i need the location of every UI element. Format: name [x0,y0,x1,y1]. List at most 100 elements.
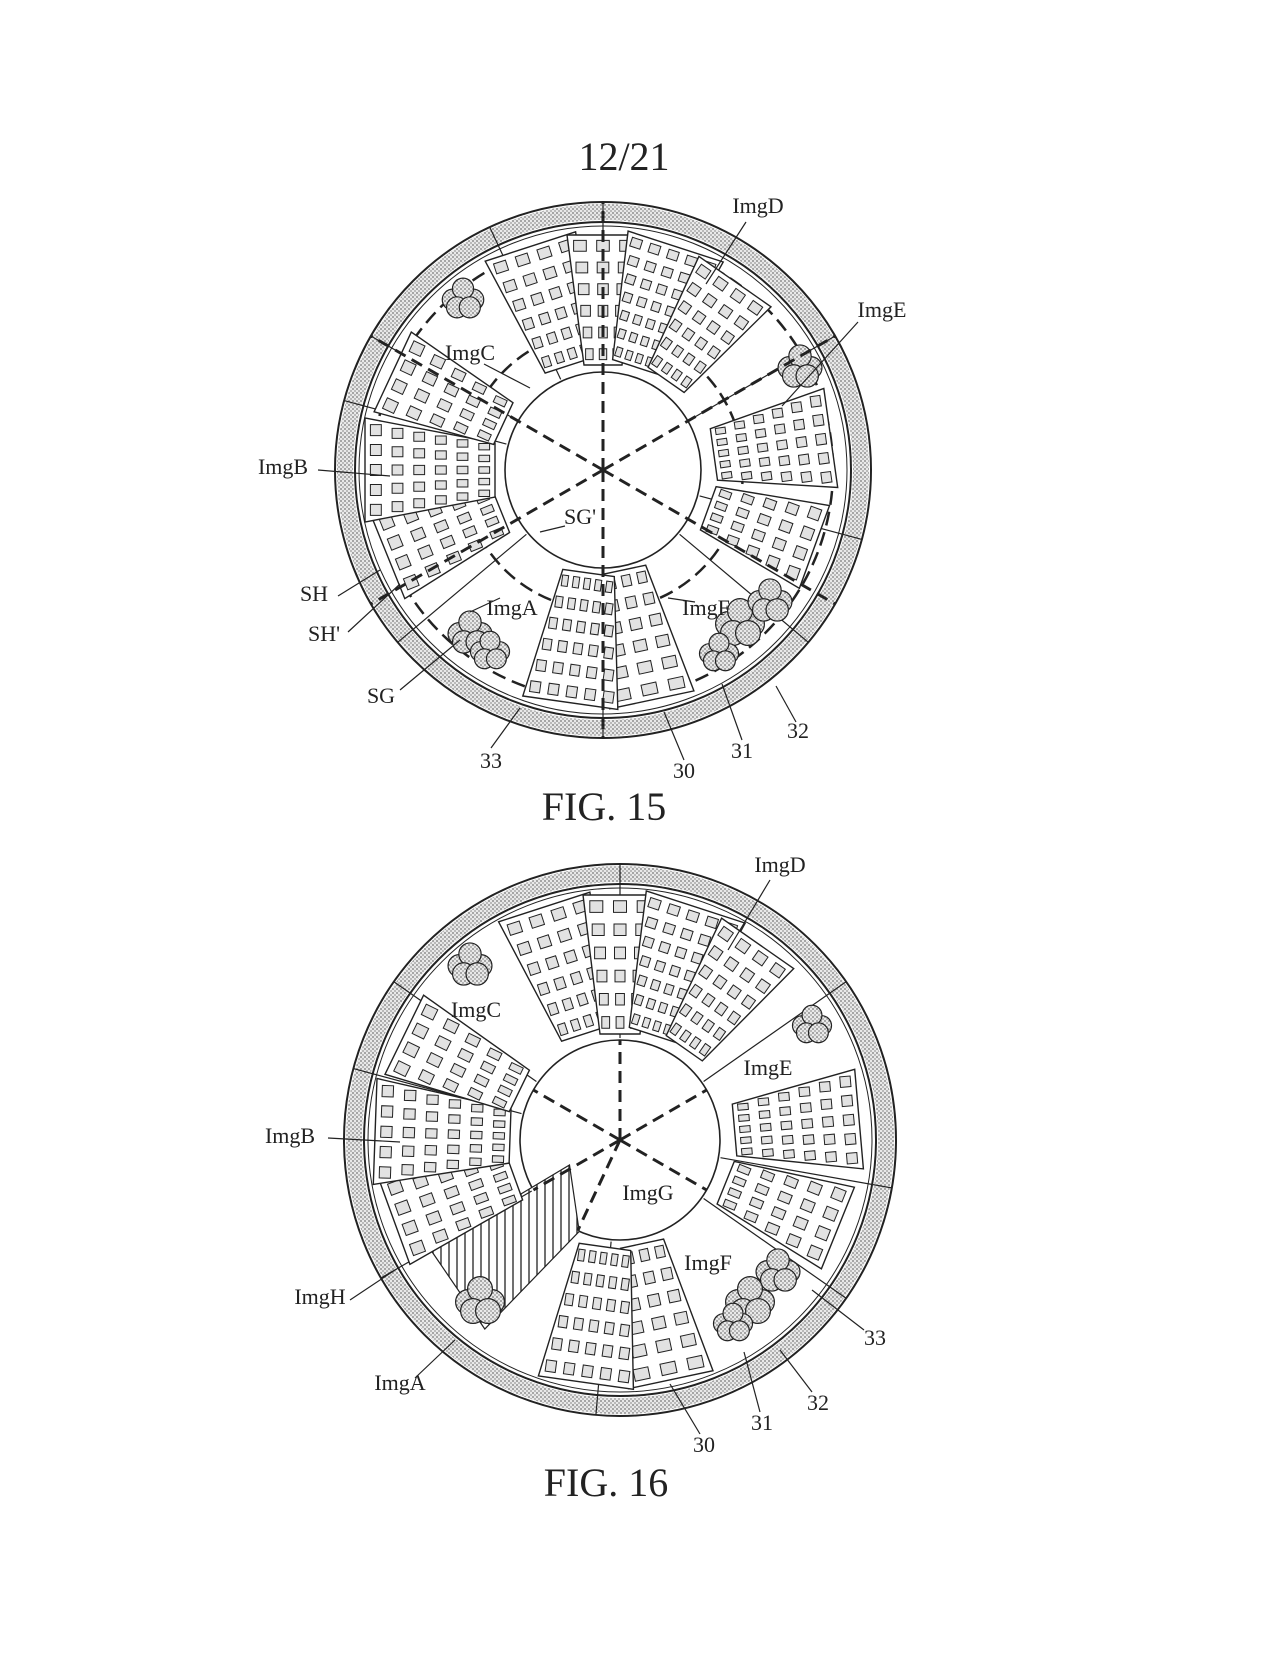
fig16-leader-5 [779,1349,813,1393]
fig16-building-5 [716,1160,856,1270]
fig15-leader-10 [490,707,521,749]
fig16-label-imga: ImgA [374,1370,425,1395]
fig15-building-9 [364,417,496,523]
fig16-leader-7 [669,1383,701,1435]
fig15-label-imgb: ImgB [258,454,308,479]
fig16-building-7 [537,1242,635,1391]
fig15-leader-11 [663,711,685,761]
fig16-tree-1 [791,1004,833,1044]
fig15-label-imgc: ImgC [445,340,495,365]
fig15-label-sg-prime: SG' [564,504,596,529]
fig16-building-0 [497,891,610,1043]
fig16-building-3 [665,917,795,1062]
fig15-divider-3 [679,533,809,643]
fig16-building-images [372,889,865,1391]
fig15-leader-2 [483,363,531,389]
fig15-tree-images [441,277,823,672]
fig16-ref-32: 32 [807,1390,829,1415]
fig15-leader-6 [347,583,401,633]
fig16-label-imgb: ImgB [265,1123,315,1148]
fig15-ref-30: 30 [673,758,695,783]
fig16-divider-3 [703,1198,847,1299]
fig15-building-7 [521,568,619,711]
fig16-leader-3 [811,1289,865,1331]
fig15-tree-3 [747,578,793,622]
fig16-ref-33: 33 [864,1325,886,1350]
fig15-building-6 [601,564,695,710]
fig15-label-sh-prime: SH' [308,621,340,646]
fig15-leader-7 [469,597,501,613]
fig15-dash-1 [602,334,836,472]
fig15-leader-lines [317,221,859,761]
fig15-divider-1 [689,335,836,421]
fig15-leader-8 [667,597,696,603]
fig16-ref-30: 30 [693,1432,715,1457]
fig16-leader-lines [327,879,865,1435]
fig16-tree-0 [447,942,493,986]
fig15-tree-6 [469,630,511,670]
fig15-building-4 [709,387,839,489]
fig16-dash-5 [576,1139,622,1232]
fig16-divider-2 [720,1157,892,1189]
fig16-building-6 [619,1238,714,1390]
fig15-dash-2 [602,468,836,606]
fig15-ref-31: 31 [731,738,753,763]
fig15-leader-9 [399,639,461,691]
fig15-building-0 [484,230,594,374]
fig16-tree-5 [455,1275,506,1324]
fig16-dash-4 [532,1088,621,1142]
fig16-leader-6 [743,1351,761,1413]
fig16-label-imgc: ImgC [451,997,501,1022]
fig16-building-10 [384,994,531,1113]
fig15-dash-5 [370,334,604,472]
fig15-building-3 [647,255,773,394]
fig15-leader-5 [337,569,381,597]
fig15-leader-1 [781,321,859,407]
fig15-label-sh: SH [300,581,328,606]
fig16-caption: FIG. 16 [544,1460,668,1505]
fig16-leader-1 [327,1137,401,1143]
fig15-leader-0 [705,221,747,285]
fig16-label-imgh: ImgH [294,1284,345,1309]
figure-15: ImgD ImgE ImgC ImgB SG' SH SH' ImgA ImgF… [258,193,907,829]
fig16-tree-4 [712,1302,754,1342]
fig16-label-imge: ImgE [744,1055,793,1080]
fig15-label-imge: ImgE [858,297,907,322]
fig16-dash-1 [619,1088,708,1142]
fig15-leader-4 [539,525,566,533]
fig15-leader-13 [775,685,797,723]
fig15-label-imga: ImgA [486,595,537,620]
fig15-building-images [364,230,839,711]
fig16-building-4 [731,1068,865,1170]
fig15-leader-3 [317,469,391,477]
fig15-tree-1 [777,344,823,388]
fig16-label-imgf: ImgF [684,1250,732,1275]
fig16-label-imgg: ImgG [622,1180,673,1205]
fig15-building-10 [373,331,514,446]
fig16-building-9 [372,1077,512,1186]
fig15-label-imgf: ImgF [682,595,730,620]
fig15-tree-2 [714,597,765,646]
fig16-leader-4 [414,1339,456,1379]
fig15-tree-0 [441,277,485,319]
fig15-centre-dashed-lines [370,202,836,738]
fig15-ref-33: 33 [480,748,502,773]
fig16-leader-0 [727,879,771,951]
fig16-divider-1 [703,981,847,1082]
figure-16: ImgD ImgC ImgE ImgB ImgG ImgF ImgH 33 Im… [265,852,897,1505]
fig16-tree-images [447,942,833,1342]
fig15-building-5 [699,485,831,590]
fig15-leader-12 [721,683,743,741]
fig15-label-sg: SG [367,683,395,708]
fig16-dash-2 [619,1138,708,1192]
fig15-divider-5 [397,533,527,643]
fig15-tree-4 [698,632,740,672]
fig16-label-imgd: ImgD [754,852,805,877]
fig16-tree-2 [755,1248,801,1292]
fig16-leader-2 [349,1269,396,1301]
fig16-dash-3 [532,1138,621,1192]
fig16-centre-dashed-lines [532,1040,708,1232]
fig16-ref-31: 31 [751,1410,773,1435]
